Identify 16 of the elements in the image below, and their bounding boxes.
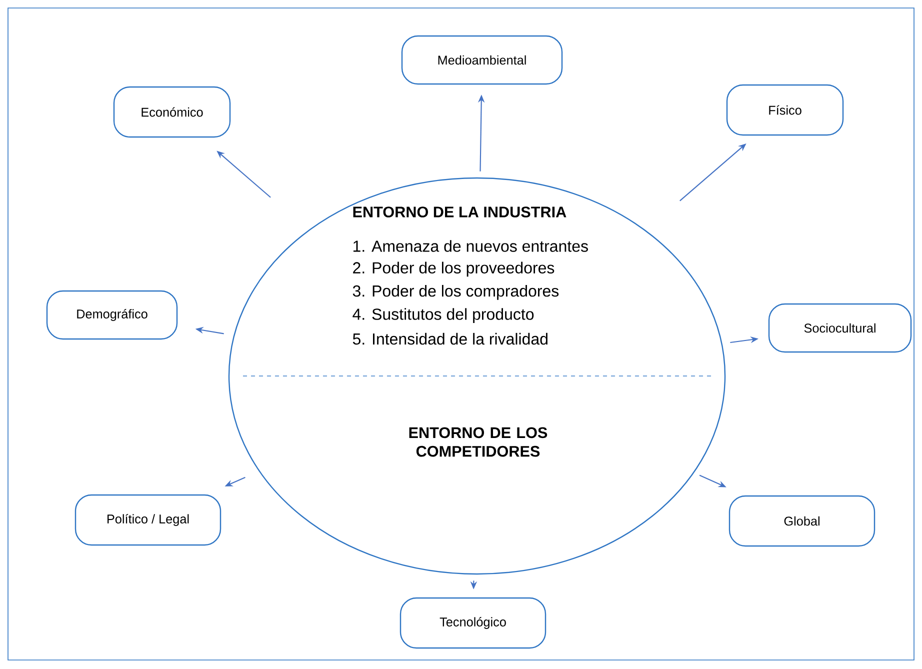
- environment-box: Político / Legal: [74, 494, 222, 546]
- environment-box: Tecnológico: [400, 597, 546, 649]
- list-item: 3. Poder de los compradores: [352, 284, 559, 300]
- environment-box: Económico: [113, 86, 231, 138]
- list-item: 4. Sustitutos del producto: [352, 308, 534, 324]
- list-item: 5. Intensidad de la rivalidad: [352, 332, 548, 345]
- section-heading: ENTORNO DE LOS COMPETIDORES: [409, 427, 548, 457]
- list-item: 2. Poder de los proveedores: [353, 262, 554, 277]
- environment-ellipse: [228, 177, 726, 575]
- section-heading: ENTORNO DE LA INDUSTRIA: [353, 206, 566, 218]
- environment-box: Físico: [726, 84, 844, 136]
- list-item: 1. Amenaza de nuevos entrantes: [353, 240, 588, 252]
- environment-box: Sociocultural: [768, 303, 912, 353]
- environment-box: Global: [728, 495, 876, 547]
- environment-box: Demográfico: [46, 290, 178, 340]
- environment-box: Medioambiental: [401, 35, 563, 85]
